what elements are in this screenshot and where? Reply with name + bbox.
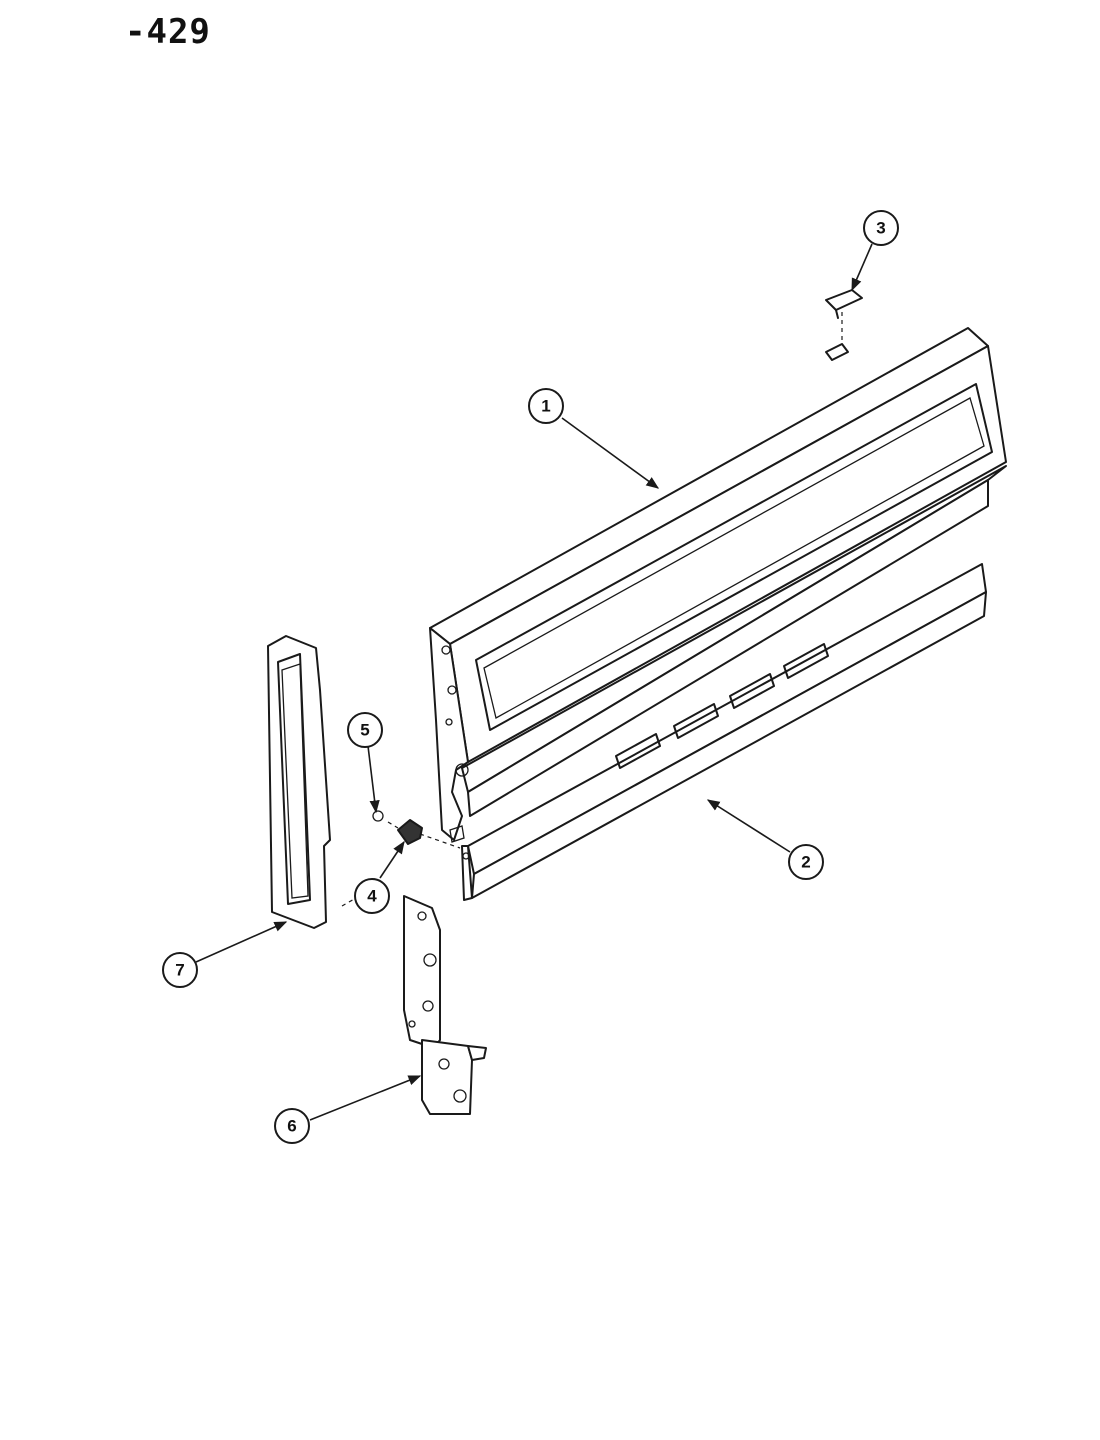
callout-3-label: 3 xyxy=(876,219,885,238)
callout-2: 2 xyxy=(788,844,824,880)
callout-7-label: 7 xyxy=(175,961,184,980)
callout-6-label: 6 xyxy=(287,1117,296,1136)
callout-3: 3 xyxy=(863,210,899,246)
end-cap xyxy=(267,635,331,929)
callout-1-label: 1 xyxy=(541,397,550,416)
callout-5-label: 5 xyxy=(360,721,369,740)
callout-1: 1 xyxy=(528,388,564,424)
callout-7: 7 xyxy=(162,952,198,988)
mounting-bracket xyxy=(403,895,487,1115)
lamp-socket xyxy=(387,819,461,849)
control-trim-panel xyxy=(461,563,987,901)
backguard-panel xyxy=(429,327,1007,843)
callout-4: 4 xyxy=(354,878,390,914)
callout-4-label: 4 xyxy=(367,887,377,906)
leader-lines xyxy=(195,243,873,1121)
page-number: -429 xyxy=(125,12,211,52)
callout-5: 5 xyxy=(347,712,383,748)
callout-2-label: 2 xyxy=(801,853,810,872)
panel-clip xyxy=(825,289,863,344)
callout-6: 6 xyxy=(274,1108,310,1144)
